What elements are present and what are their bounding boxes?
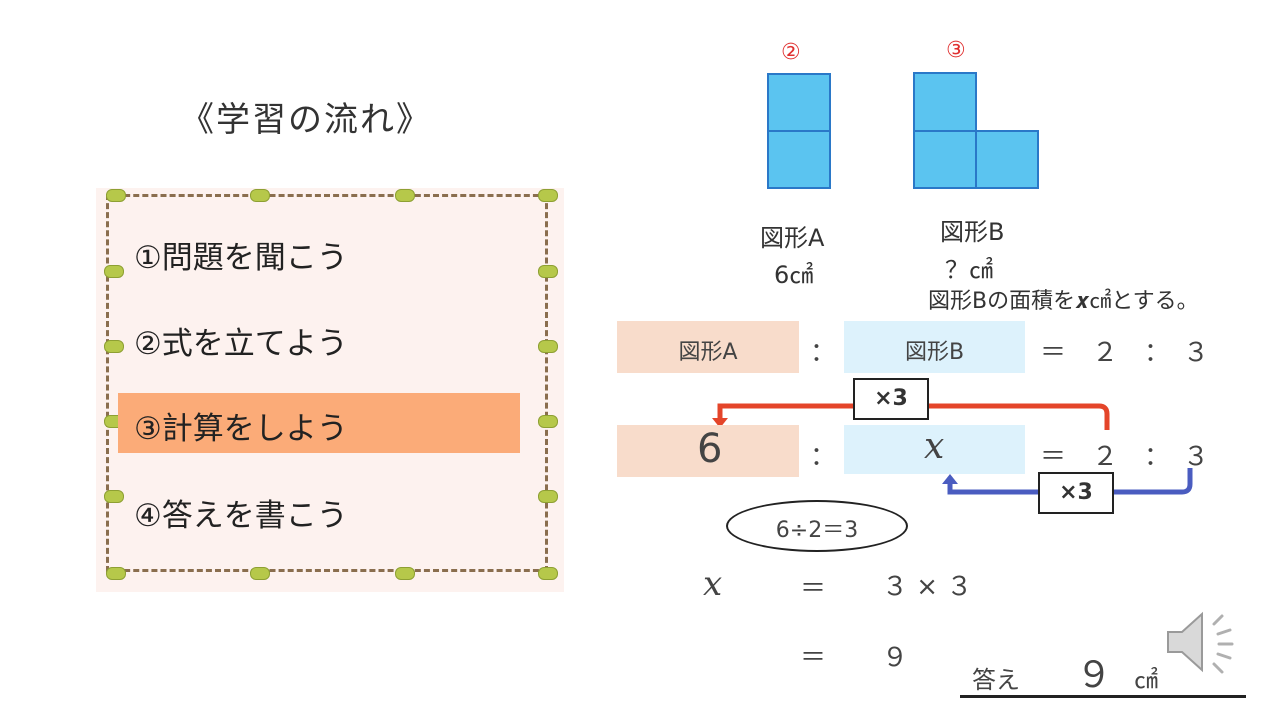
bead-decoration (104, 340, 124, 353)
bead-decoration (395, 567, 415, 580)
bottom-arrow-head (942, 474, 958, 484)
bead-decoration (104, 265, 124, 278)
value-cell-a (617, 425, 799, 477)
calc-variable: 𝑥 (703, 564, 723, 604)
flow-step-4[interactable]: ④答えを書こう (134, 498, 348, 534)
figure-a-name: 図形A (760, 224, 825, 252)
flow-step-3[interactable]: ③計算をしよう (134, 411, 348, 447)
calc-equals-2: ＝ (800, 643, 827, 673)
answer-value: ９ (1076, 655, 1113, 696)
bead-decoration (106, 189, 126, 202)
figure-b-area: ？㎠ (945, 256, 993, 284)
division-bubble-text: 6÷2＝3 (775, 518, 859, 543)
figure-b-square-top (913, 72, 977, 132)
bead-decoration (538, 340, 558, 353)
ratio-cell-a (617, 321, 799, 373)
figure-a-area: 6㎠ (774, 261, 814, 289)
value-cell-a-label: 6 (697, 426, 723, 472)
value-cell-b (844, 425, 1025, 474)
variable-note: 図形Bの面積を𝒙㎠とする。 (928, 289, 1199, 314)
shape-diagram (767, 72, 1039, 189)
calc-equals-1: ＝ (800, 574, 827, 604)
figure-b-square-bottom-right (975, 130, 1039, 189)
calc-expression: ３ × ３ (882, 572, 973, 602)
arrow-diagram (712, 403, 1193, 495)
speaker-icon[interactable] (1164, 606, 1248, 678)
ratio-rhs: ＝ ２ ： ３ (1040, 338, 1210, 368)
top-arrow (717, 403, 1110, 430)
bead-decoration (106, 567, 126, 580)
bead-decoration (250, 189, 270, 202)
flow-step-2[interactable]: ②式を立てよう (134, 326, 348, 362)
flow-title: 《学習の流れ》 (180, 100, 432, 140)
top-arrow-head (712, 418, 728, 428)
figure-b-name: 図形B (940, 218, 1005, 246)
top-multiplier-label: ×3 (853, 378, 929, 420)
bead-decoration (250, 567, 270, 580)
bottom-multiplier-label: ×3 (1038, 472, 1114, 514)
figure-b-marker: ③ (946, 38, 966, 63)
answer-underline (960, 695, 1246, 698)
calc-result: ９ (882, 643, 909, 673)
ratio-colon: ： (810, 338, 837, 368)
bead-decoration (538, 189, 558, 202)
ratio-cell-a-label: 図形A (678, 340, 738, 365)
value-rhs: ＝ ２ ： ３ (1040, 442, 1210, 472)
answer-unit: ㎠ (1134, 666, 1158, 694)
bead-decoration (538, 490, 558, 503)
ratio-cell-b (844, 321, 1025, 373)
bead-decoration (395, 189, 415, 202)
bead-decoration (538, 265, 558, 278)
figure-a-marker: ② (781, 40, 801, 65)
ratio-cell-b-label: 図形B (904, 340, 965, 365)
figure-a-square-top (767, 73, 831, 132)
answer-label: 答え (972, 666, 1020, 694)
figure-a-square-bottom (767, 130, 831, 189)
active-step-highlight (118, 393, 520, 453)
bottom-arrow (947, 468, 1193, 495)
value-cell-b-label: 𝑥 (924, 426, 945, 467)
flow-step-1[interactable]: ①問題を聞こう (134, 240, 348, 276)
value-colon: ： (810, 442, 837, 472)
bead-decoration (538, 567, 558, 580)
division-bubble (726, 500, 908, 552)
flow-panel-border (106, 194, 548, 572)
bead-decoration (538, 415, 558, 428)
bead-decoration (104, 490, 124, 503)
flow-panel (96, 188, 564, 592)
figure-b-square-bottom-left (913, 130, 977, 189)
